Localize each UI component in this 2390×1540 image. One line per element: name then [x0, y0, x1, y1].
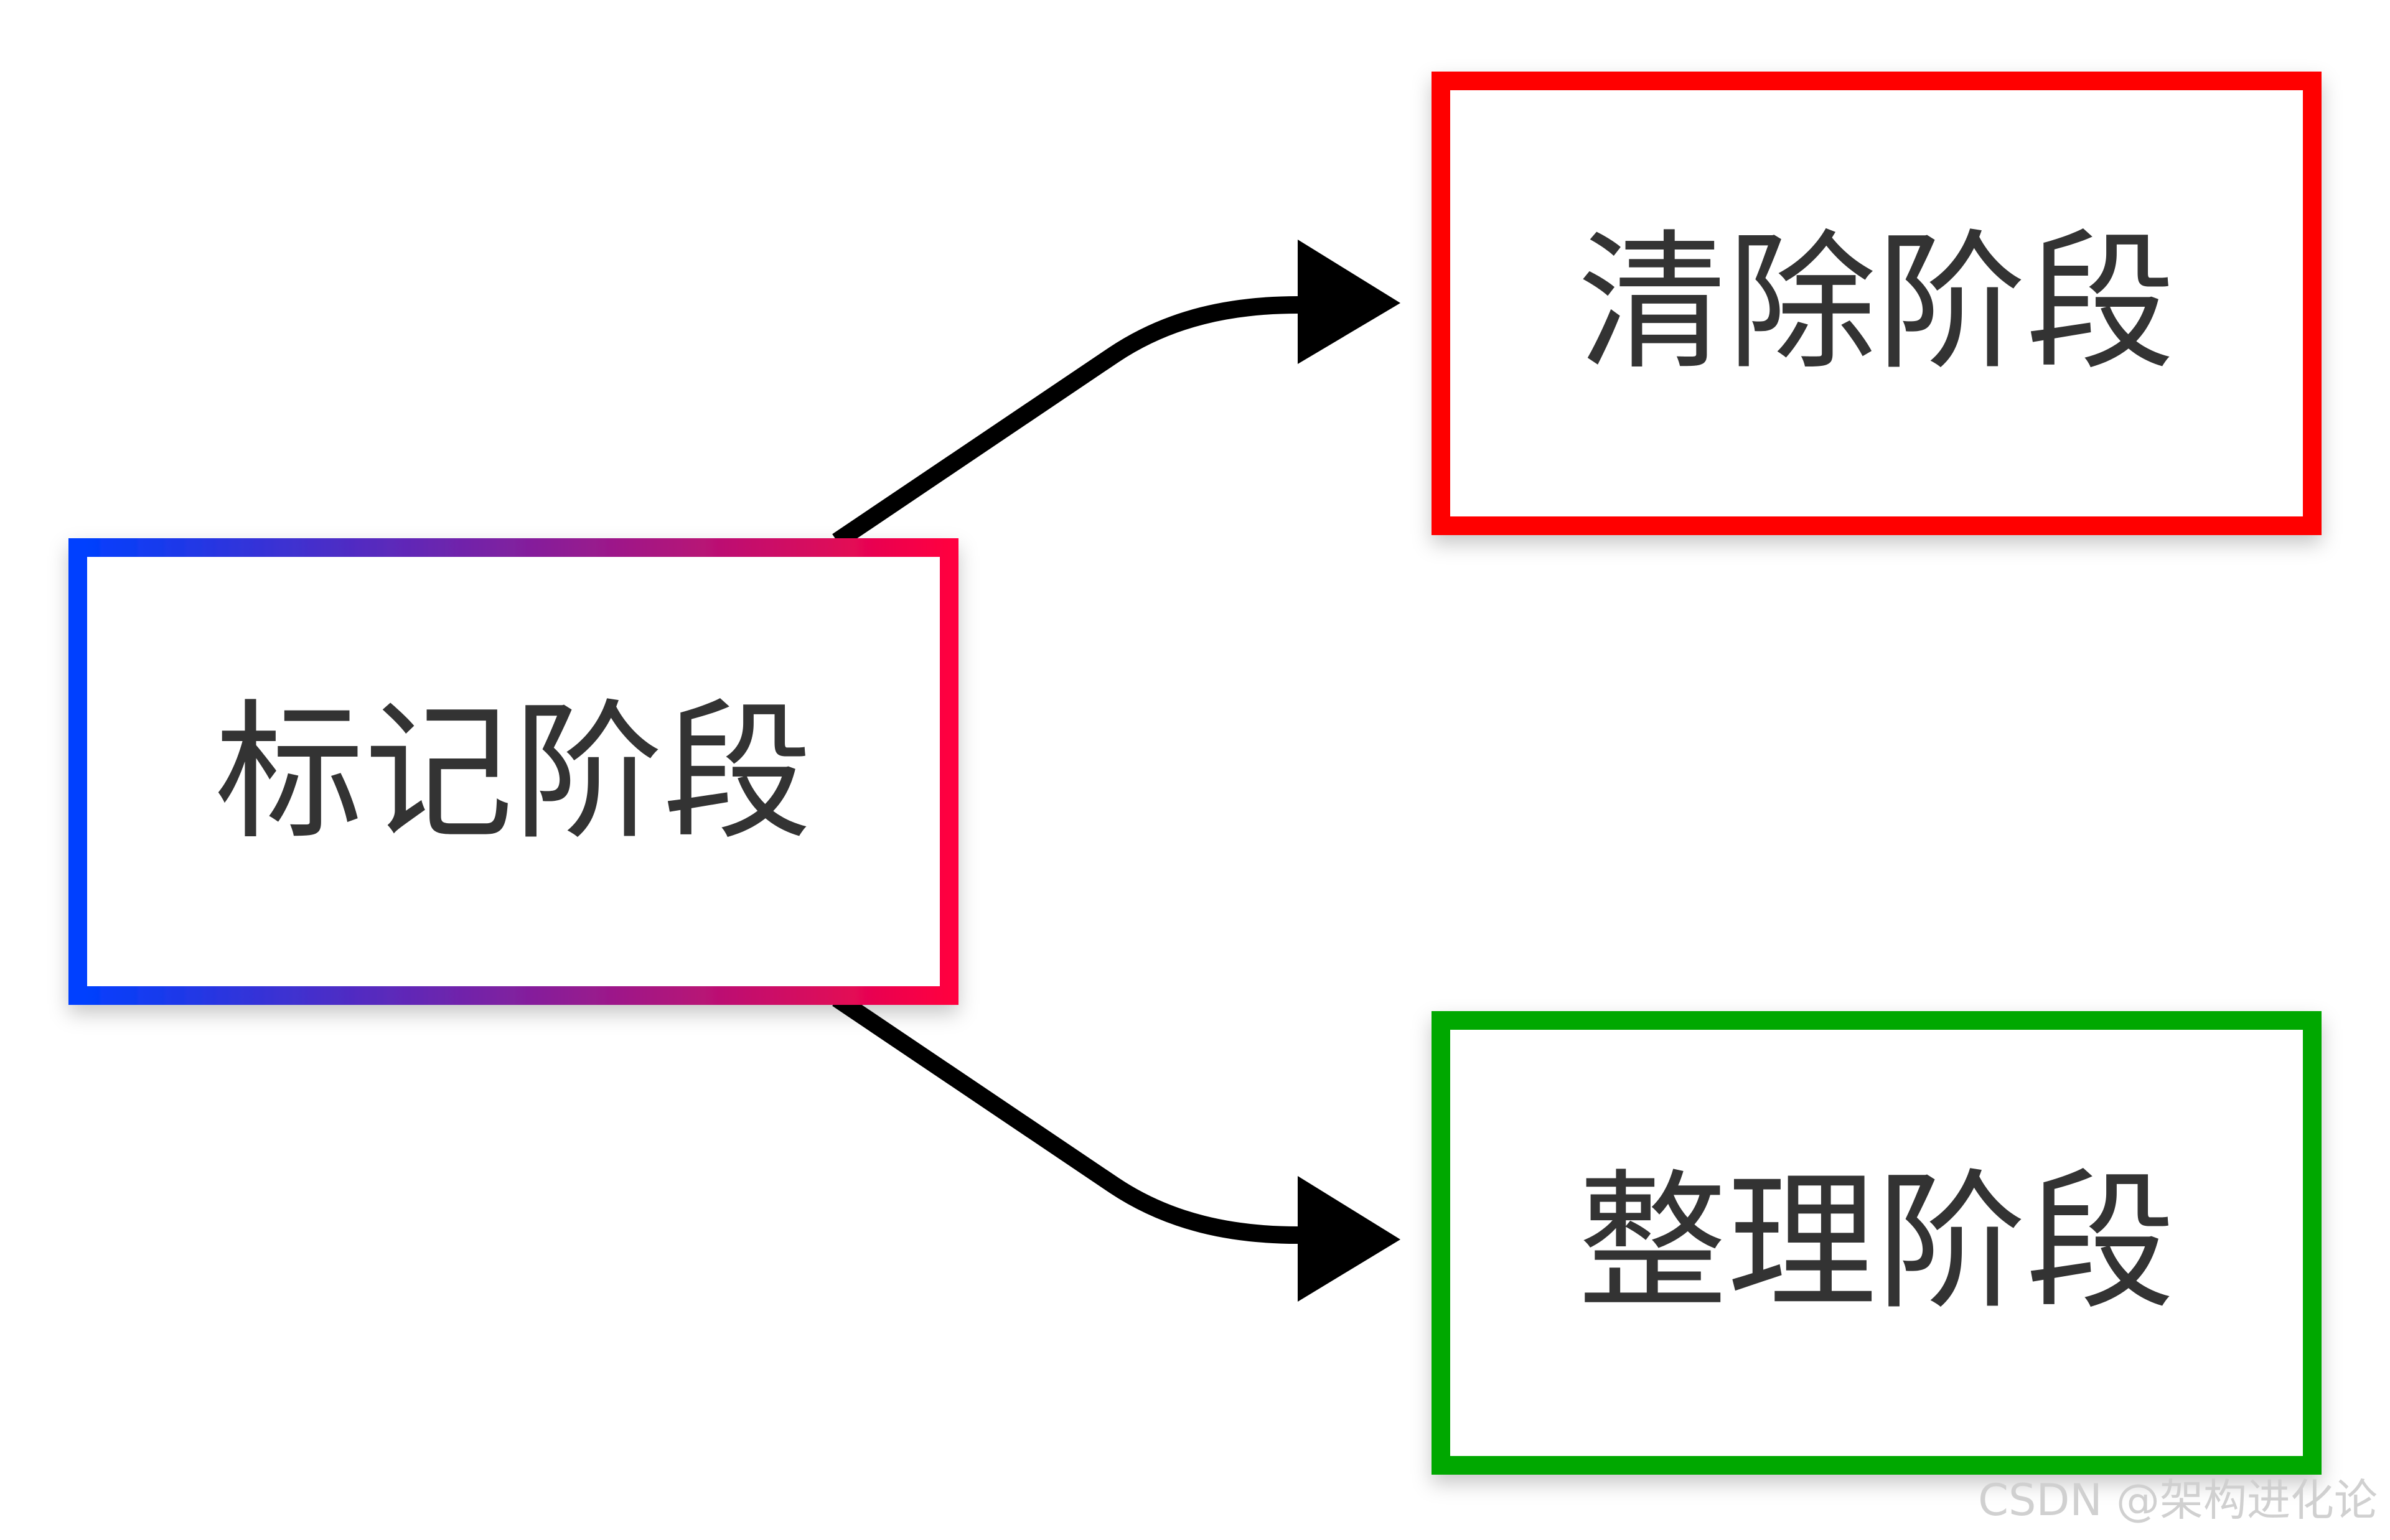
- node-box: [68, 538, 958, 1005]
- watermark-text: CSDN @架构进化论: [1978, 1475, 2378, 1526]
- node-sweep: 清除阶段: [1432, 72, 2322, 535]
- edge-line: [832, 991, 1298, 1244]
- node-box: [1432, 1011, 2322, 1475]
- node-box: [1432, 72, 2322, 535]
- node-label: 标记阶段: [215, 686, 812, 860]
- edge-line: [832, 296, 1298, 549]
- node-mark: 标记阶段: [68, 538, 958, 1005]
- arrowhead-icon: [1298, 1176, 1400, 1302]
- edge-mark-to-compact: [832, 991, 1400, 1302]
- edge-mark-to-sweep: [832, 240, 1400, 549]
- node-label: 清除阶段: [1578, 216, 2175, 390]
- node-label: 整理阶段: [1578, 1155, 2175, 1330]
- arrowhead-icon: [1298, 240, 1400, 364]
- node-compact: 整理阶段: [1432, 1011, 2322, 1475]
